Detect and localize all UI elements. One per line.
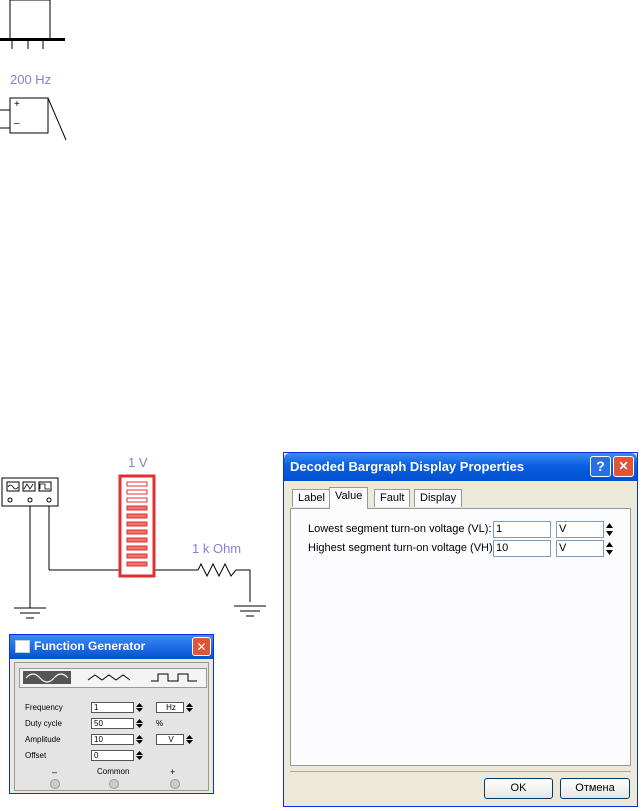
lowest-voltage-label: Lowest segment turn-on voltage (VL): xyxy=(308,523,492,535)
offset-input[interactable]: 0 xyxy=(91,750,134,761)
function-generator-panel: Frequency 1 Hz Duty cycle 50 % Amplitude… xyxy=(14,662,209,791)
ok-button[interactable]: OK xyxy=(484,778,553,799)
function-generator-titlebar[interactable]: Function Generator ✕ xyxy=(10,635,213,659)
footer-divider xyxy=(290,771,631,772)
sine-wave-button[interactable] xyxy=(23,671,71,684)
dialog-titlebar[interactable]: Decoded Bargraph Display Properties ? ✕ xyxy=(284,453,637,481)
cancel-button[interactable]: Отмена xyxy=(560,778,630,799)
instrument-box xyxy=(9,0,51,41)
frequency-label: 200 Hz xyxy=(10,72,52,87)
close-icon[interactable]: ✕ xyxy=(613,456,634,477)
frequency-spinner[interactable] xyxy=(135,702,144,713)
duty-cycle-input[interactable]: 50 xyxy=(91,718,134,729)
amplitude-input[interactable]: 10 xyxy=(91,734,134,745)
close-icon[interactable]: ✕ xyxy=(192,637,211,656)
terminal-plus xyxy=(46,497,52,503)
highest-voltage-input[interactable]: 10 xyxy=(493,540,551,557)
bargraph-properties-dialog: Decoded Bargraph Display Properties ? ✕ … xyxy=(283,452,638,807)
bargraph-segments xyxy=(126,481,148,567)
lowest-voltage-unit[interactable]: V xyxy=(556,521,604,538)
terminal-common xyxy=(27,497,33,503)
opamp-box xyxy=(9,97,49,134)
circuit-schematic xyxy=(1,474,266,619)
terminal-plus-label: + xyxy=(170,767,176,777)
dialog-title: Decoded Bargraph Display Properties xyxy=(290,459,525,474)
opamp-plus-sign: + xyxy=(14,99,20,110)
terminal-plus-connector[interactable] xyxy=(170,779,180,789)
square-wave-icon xyxy=(38,481,52,492)
amplitude-label: Amplitude xyxy=(25,735,61,744)
offset-label: Offset xyxy=(25,751,47,760)
resistor-symbol xyxy=(197,562,251,602)
triangle-wave-button[interactable] xyxy=(85,671,133,684)
terminal-common-connector[interactable] xyxy=(109,779,119,789)
sine-wave-icon xyxy=(6,481,20,492)
function-generator-title: Function Generator xyxy=(34,639,146,653)
highest-voltage-unit-spinner[interactable] xyxy=(605,540,614,557)
frequency-input[interactable]: 1 xyxy=(91,702,134,713)
terminal-minus-label: – xyxy=(52,767,58,777)
triangle-wave-icon xyxy=(22,481,36,492)
lowest-voltage-input[interactable]: 1 xyxy=(493,521,551,538)
amplitude-unit[interactable]: V xyxy=(156,734,184,745)
offset-spinner[interactable] xyxy=(135,750,144,761)
voltage-label: 1 V xyxy=(128,455,148,470)
help-icon[interactable]: ? xyxy=(590,456,611,477)
duty-cycle-unit: % xyxy=(156,719,164,728)
square-wave-button[interactable] xyxy=(148,671,200,684)
tab-value[interactable]: Value xyxy=(329,487,369,509)
terminal-minus-connector[interactable] xyxy=(50,779,60,789)
highest-voltage-unit[interactable]: V xyxy=(556,540,604,557)
amplitude-unit-spinner[interactable] xyxy=(185,734,194,745)
tab-display[interactable]: Display xyxy=(414,489,463,507)
opamp-minus-sign: – xyxy=(14,118,20,129)
terminal-minus xyxy=(7,497,13,503)
value-tab-panel: Lowest segment turn-on voltage (VL): 1 V… xyxy=(290,508,631,766)
function-generator-window: Function Generator ✕ Frequency 1 Hz Duty… xyxy=(9,634,214,794)
top-circuit-diagram xyxy=(0,0,67,141)
terminal-common-label: Common xyxy=(97,767,130,776)
resistor-label: 1 k Ohm xyxy=(192,541,242,556)
amplitude-spinner[interactable] xyxy=(135,734,144,745)
highest-voltage-label: Highest segment turn-on voltage (VH): xyxy=(308,542,496,554)
tab-label[interactable]: Label xyxy=(292,489,331,507)
frequency-unit-spinner[interactable] xyxy=(185,702,194,713)
frequency-label: Frequency xyxy=(25,703,63,712)
duty-cycle-label: Duty cycle xyxy=(25,719,62,728)
tab-fault[interactable]: Fault xyxy=(374,489,411,507)
frequency-unit[interactable]: Hz xyxy=(156,702,184,713)
waveform-selector xyxy=(19,668,207,688)
lowest-voltage-unit-spinner[interactable] xyxy=(605,521,614,538)
duty-cycle-spinner[interactable] xyxy=(135,718,144,729)
window-icon xyxy=(15,640,30,653)
instrument-base xyxy=(0,38,65,41)
opamp-slope xyxy=(47,97,67,141)
